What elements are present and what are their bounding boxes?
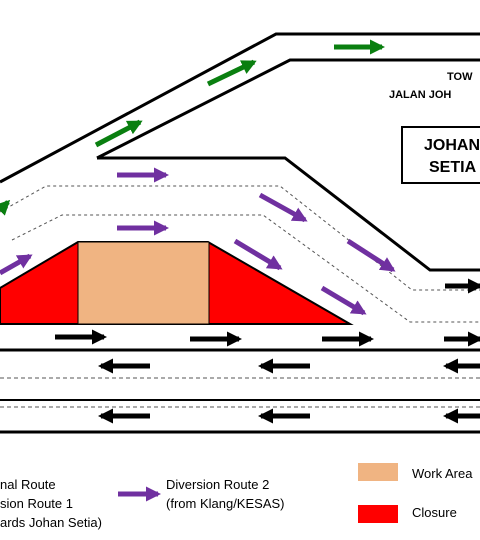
ramp-edge-upper xyxy=(0,32,480,184)
legend-work-area-label: Work Area xyxy=(412,466,473,481)
legend-closure-swatch xyxy=(358,505,398,523)
arrow-icon xyxy=(206,59,257,87)
legend: nal Route sion Route 1 ards Johan Setia)… xyxy=(0,463,473,530)
diversion-1-arrows xyxy=(0,39,385,216)
legend-work-area-swatch xyxy=(358,463,398,481)
destination-sign-line2: JALAN JOH xyxy=(389,89,451,101)
arrow-icon xyxy=(346,238,396,273)
legend-diversion-1-line1: sion Route 1 xyxy=(0,496,73,511)
johan-setia-box xyxy=(401,126,480,184)
diversion-2-arrows xyxy=(0,167,396,316)
original-route-arrows xyxy=(55,278,480,424)
legend-closure-label: Closure xyxy=(412,505,457,520)
arrow-icon xyxy=(258,192,308,223)
work-area-zone xyxy=(77,241,210,325)
legend-diversion-2-line2: (from Klang/KESAS) xyxy=(166,496,285,511)
legend-original-route: nal Route xyxy=(0,477,56,492)
arrow-icon xyxy=(233,238,283,271)
legend-diversion-2-line1: Diversion Route 2 xyxy=(166,477,269,492)
arrow-icon xyxy=(0,253,33,276)
mainline-road xyxy=(0,348,480,434)
slip-edge-upper xyxy=(97,156,480,272)
destination-sign-line1: TOW xyxy=(447,71,473,83)
arrow-icon xyxy=(320,285,367,316)
slip-road xyxy=(0,156,480,323)
johan-box-line2: SETIA xyxy=(429,159,477,176)
legend-diversion-1-line2: ards Johan Setia) xyxy=(0,515,102,530)
ramp-road xyxy=(0,32,480,184)
lane-line-2 xyxy=(11,214,480,323)
ramp-edge-lower xyxy=(96,58,480,160)
arrow-icon xyxy=(0,199,11,216)
johan-box-line1: JOHAN xyxy=(424,137,480,154)
arrow-icon xyxy=(94,119,143,148)
